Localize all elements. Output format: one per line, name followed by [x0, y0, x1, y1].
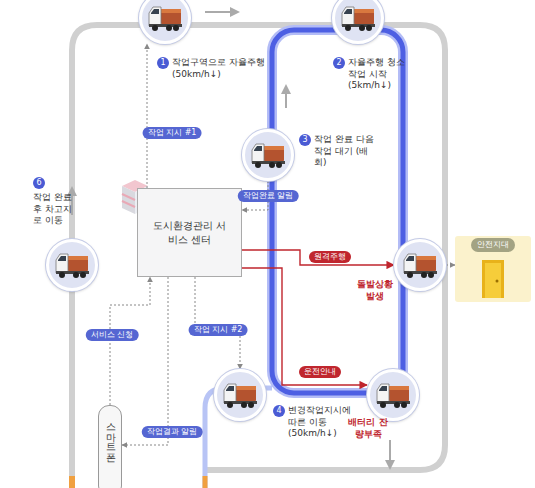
caption-group: 4변경작업지시에 따른 이동 (50km/h↓): [273, 405, 360, 440]
edge-label: 서비스 신청: [86, 329, 139, 341]
callout-number: 6: [33, 177, 45, 189]
direction-arrow: [285, 86, 287, 108]
caption-group: 돌발상황 발생: [353, 279, 397, 302]
caption-group: 6 작업 완료 후 차고지로 이동: [33, 177, 73, 227]
road-mark: [69, 476, 75, 488]
alert-text: 배터리 잔량부족: [346, 417, 390, 440]
direction-arrow: [205, 11, 238, 13]
vehicle-node: 2자율주행 청소작업 시작 (5km/h↓): [332, 0, 384, 44]
caption-group: 배터리 잔량부족: [346, 417, 390, 440]
control-link: [242, 268, 367, 385]
edge-label: 작업 지시 #2: [189, 324, 248, 336]
callout-number: 2: [333, 57, 345, 69]
truck-icon: [245, 132, 291, 178]
vehicle-node: 6작업 완료 후 차고지로 이동: [46, 239, 98, 291]
message-link: [195, 277, 240, 369]
center-label: 도시환경관리 서비스 센터: [150, 219, 230, 247]
message-link: [147, 44, 148, 188]
vehicle-node: 1작업구역으로 자율주행 (50km/h↓): [139, 0, 191, 44]
road-loop: [72, 25, 445, 488]
vehicle-node: 4변경작업지시에 따른 이동 (50km/h↓): [214, 369, 266, 421]
step-caption: 작업 완료 후 차고지로 이동: [33, 192, 73, 227]
message-link: [446, 265, 455, 266]
edge-label: 운전안내: [299, 366, 341, 378]
service-center-box: 도시환경관리 서비스 센터: [137, 188, 242, 277]
safety-zone: 안전지대: [455, 236, 531, 302]
truck-icon: [397, 242, 443, 288]
direction-arrow: [389, 440, 391, 468]
road-mark: [203, 476, 208, 488]
message-link: [122, 277, 168, 445]
control-link: [242, 250, 394, 265]
edge-label: 작업결과 알림: [142, 426, 203, 438]
alert-text: 돌발상황 발생: [353, 279, 397, 302]
vehicle-node: 3작업 완료 다음 작업 대기 (배회): [242, 129, 294, 181]
truck-icon: [335, 0, 381, 41]
callout-number: 1: [157, 57, 169, 69]
caption-group: 1작업구역으로 자율주행 (50km/h↓): [157, 57, 272, 80]
edge-label: 원격주행: [309, 251, 351, 263]
truck-icon: [217, 372, 263, 418]
message-link: [110, 277, 150, 405]
smartphone-box: 스마트폰: [98, 405, 122, 488]
zone-label: 안전지대: [471, 238, 515, 252]
truck-icon: [142, 0, 188, 41]
truck-icon: [370, 372, 416, 418]
step-caption: 작업 완료 다음 작업 대기 (배회): [314, 134, 378, 169]
edge-label: 작업완료 알림: [238, 190, 299, 202]
vehicle-node: 돌발상황 발생: [394, 239, 446, 291]
vehicle-node: 배터리 잔량부족: [367, 369, 419, 421]
callout-number: 4: [273, 405, 285, 417]
step-caption: 작업구역으로 자율주행 (50km/h↓): [172, 57, 272, 80]
caption-group: 3작업 완료 다음 작업 대기 (배회): [299, 134, 378, 169]
step-caption: 자율주행 청소작업 시작 (5km/h↓): [348, 57, 406, 92]
device-label: 스마트폰: [104, 416, 116, 488]
truck-icon: [49, 242, 95, 288]
caption-group: 2자율주행 청소작업 시작 (5km/h↓): [333, 57, 406, 92]
edge-label: 작업 지시 #1: [143, 127, 202, 139]
callout-number: 3: [299, 134, 311, 146]
